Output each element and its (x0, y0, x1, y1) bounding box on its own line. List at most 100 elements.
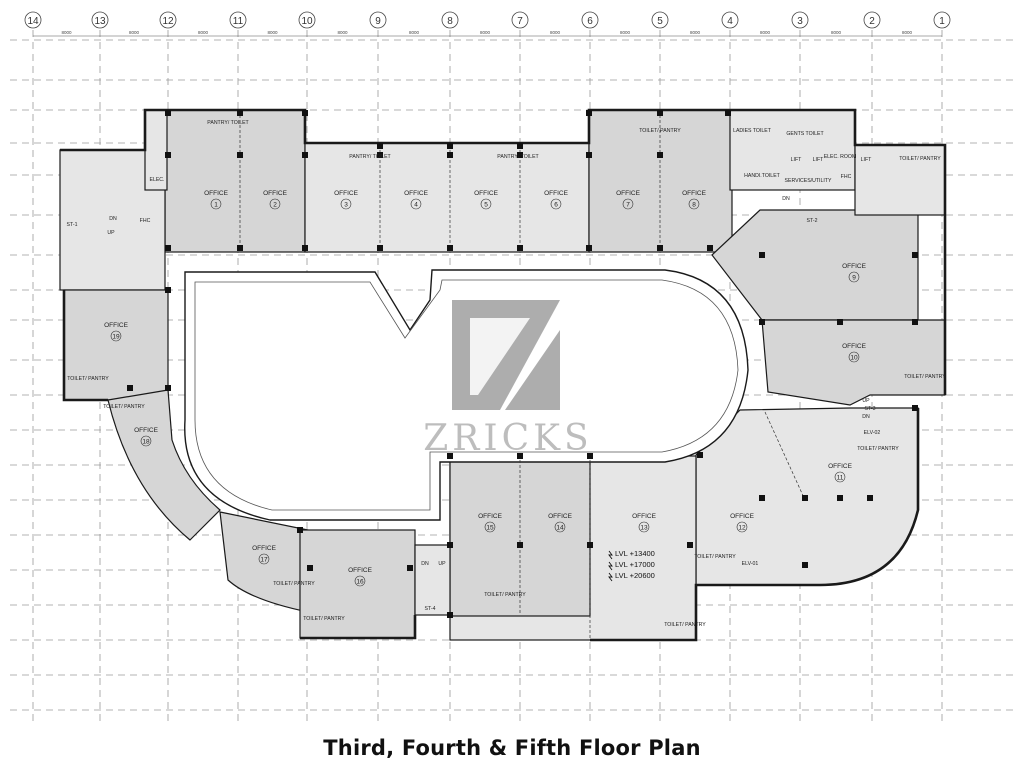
office-number-ring (269, 198, 281, 210)
office-number-ring (410, 198, 422, 210)
grid-number: 7 (517, 16, 523, 27)
office-number-ring (480, 198, 492, 210)
office-number-19: 19 (112, 334, 120, 341)
dn-label-4: DN (421, 561, 429, 567)
column-38 (912, 405, 918, 411)
column-10 (237, 152, 243, 158)
office-number-1: 1 (214, 202, 218, 209)
dimension-label: 8000 (337, 30, 348, 35)
office-label-7: OFFICE (616, 190, 640, 197)
dimension-label: 8000 (620, 30, 631, 35)
dimension-label: 8000 (550, 30, 561, 35)
column-47 (802, 562, 808, 568)
column-43 (447, 542, 453, 548)
grid-bubble (933, 11, 951, 29)
column-6 (586, 110, 592, 116)
dimension-label: 8000 (198, 30, 209, 35)
dimension-label: 8000 (129, 30, 140, 35)
toilet-pantry-label-3: TOILET/ PANTRY (904, 374, 946, 380)
column-1 (237, 110, 243, 116)
level-marker-3: LVL +20600 (615, 571, 655, 580)
office-16-area (299, 529, 416, 639)
grid-number: 10 (301, 16, 313, 27)
grid-number: 14 (27, 16, 39, 27)
dn-label-3: DN (862, 414, 870, 420)
dn-label-1: DN (109, 216, 117, 222)
office-number-ring (834, 471, 846, 483)
lift-label-2: LIFT (813, 157, 824, 163)
level-marker-1: LVL +13400 (615, 549, 655, 558)
pantry-toilet-label-1: PANTRY/ TOILET (207, 120, 249, 126)
office-number-2: 2 (273, 202, 277, 209)
office-number-12: 12 (738, 525, 746, 532)
dimension-label: 8000 (409, 30, 420, 35)
grid-number: 5 (657, 16, 663, 27)
column-11 (302, 152, 308, 158)
up-label-2: UP (862, 398, 870, 404)
grid-bubble (91, 11, 109, 29)
st2-label: ST-2 (807, 218, 818, 224)
plan-caption: Third, Fourth & Fifth Floor Plan (323, 736, 701, 760)
office-19-area (63, 289, 169, 401)
grid-number: 8 (447, 16, 453, 27)
column-12 (377, 152, 383, 158)
column-50 (407, 565, 413, 571)
grid-bubble (791, 11, 809, 29)
column-24 (657, 245, 663, 251)
dimension-label: 8000 (480, 30, 491, 35)
grid-number: 3 (797, 16, 803, 27)
office-label-19: OFFICE (104, 322, 128, 329)
office-labels: OFFICE1OFFICE2OFFICE3OFFICE4OFFICE5OFFIC… (104, 190, 867, 587)
toilet-pantry-label-9: TOILET/ PANTRY (664, 622, 706, 628)
office-number-8: 8 (692, 202, 696, 209)
office-label-5: OFFICE (474, 190, 498, 197)
grid-number: 11 (233, 16, 244, 27)
toilet-pantry-label-6: TOILET/ PANTRY (273, 581, 315, 587)
office-label-16: OFFICE (348, 567, 372, 574)
column-42 (447, 453, 453, 459)
column-14 (517, 152, 523, 158)
column-49 (307, 565, 313, 571)
dimension-label: 8000 (831, 30, 842, 35)
office-9-area (711, 209, 919, 321)
office-number-ring (638, 521, 650, 533)
st4-label: ST-4 (425, 606, 436, 612)
office-number-11: 11 (837, 475, 844, 482)
office-label-6: OFFICE (544, 190, 568, 197)
elv2-label: ELV-02 (864, 430, 881, 436)
office-label-12: OFFICE (730, 513, 754, 520)
office-number-ring (354, 575, 366, 587)
dimension-label: 8000 (760, 30, 771, 35)
column-37 (802, 495, 808, 501)
gents-toilet-label: GENTS TOILET (786, 131, 824, 137)
column-36 (759, 495, 765, 501)
lift-label-3: LIFT (861, 157, 872, 163)
service-labels: PANTRY/ TOILET PANTRY/ TOILET PANTRY/ TO… (67, 120, 947, 628)
column-0 (165, 110, 171, 116)
dimension-label: 8000 (902, 30, 913, 35)
grid-bubble (721, 11, 739, 29)
grid-number: 2 (869, 16, 875, 27)
office-number-ring (258, 553, 270, 565)
office-number-13: 13 (640, 525, 648, 532)
office-number-ring (484, 521, 496, 533)
column-7 (657, 110, 663, 116)
atrium-inner-ring (194, 279, 739, 511)
column-41 (517, 453, 523, 459)
office-number-3: 3 (344, 202, 348, 209)
column-15 (586, 152, 592, 158)
structural-columns (127, 110, 918, 618)
office-number-ring (736, 521, 748, 533)
st1-label: ST-1 (67, 222, 78, 228)
watermark-text: ZRICKS (423, 418, 592, 459)
column-16 (657, 152, 663, 158)
grid-bubble (651, 11, 669, 29)
dimension-label: 8000 (267, 30, 278, 35)
grid-number: 12 (162, 16, 174, 27)
toilet-pantry-label-10: TOILET/ PANTRY (694, 554, 736, 560)
toilet-pantry-label-5: TOILET/ PANTRY (103, 404, 145, 410)
column-35 (867, 495, 873, 501)
column-25 (707, 245, 713, 251)
office-number-15: 15 (486, 525, 494, 532)
column-39 (697, 452, 703, 458)
